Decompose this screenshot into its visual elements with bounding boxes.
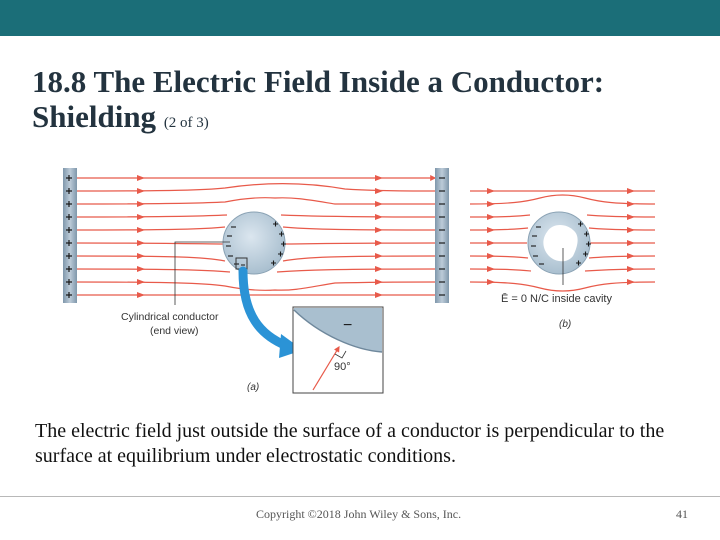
caption-a: (a) <box>247 382 259 393</box>
cylindrical-conductor <box>223 212 285 274</box>
shielding-figure: Cylindrical conductor (end view) − 90° (… <box>55 160 665 400</box>
angle-label: 90° <box>334 361 351 373</box>
slide-title-part: (2 of 3) <box>164 115 209 131</box>
negative-plate <box>435 168 449 303</box>
cylinder-label-line2: (end view) <box>150 325 198 337</box>
top-bar <box>0 0 720 36</box>
positive-plate <box>63 168 77 303</box>
body-text: The electric field just outside the surf… <box>35 419 675 469</box>
zoom-arrow <box>243 271 287 346</box>
figure-svg: Cylindrical conductor (end view) − 90° (… <box>55 160 665 400</box>
copyright: Copyright ©2018 John Wiley & Sons, Inc. <box>256 507 461 522</box>
caption-b: (b) <box>559 319 571 330</box>
slide-title: 18.8 The Electric Field Inside a Conduct… <box>32 64 692 141</box>
page-number: 41 <box>676 507 688 522</box>
slide-title-main: 18.8 The Electric Field Inside a Conduct… <box>32 64 604 134</box>
footer-divider <box>0 496 720 497</box>
inset-minus: − <box>343 317 352 334</box>
cavity-label: Ē = 0 N/C inside cavity <box>501 293 612 305</box>
cylinder-label-line1: Cylindrical conductor <box>121 311 219 323</box>
